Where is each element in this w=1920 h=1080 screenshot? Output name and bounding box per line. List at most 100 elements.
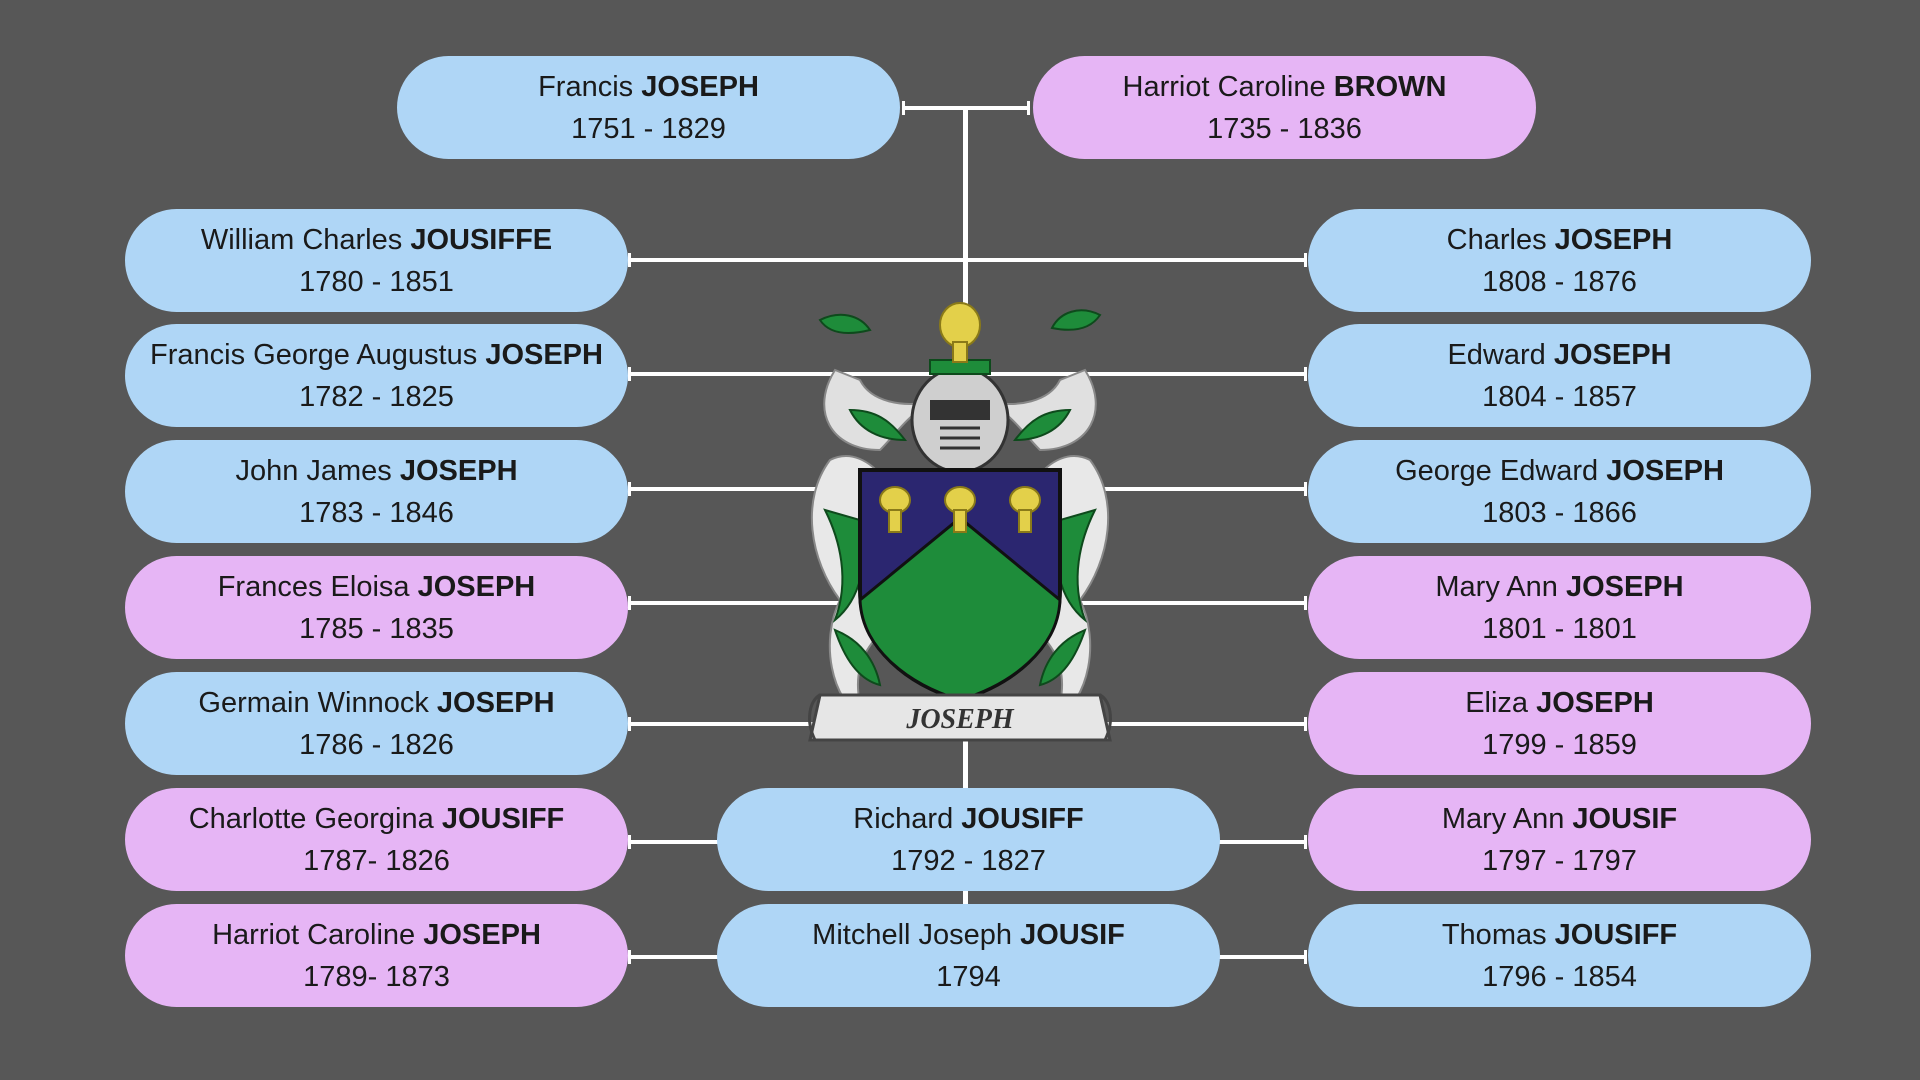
life-dates: 1783 - 1846 xyxy=(299,496,454,529)
person-card-child: Charles JOSEPH 1808 - 1876 xyxy=(1308,209,1811,312)
life-dates: 1787- 1826 xyxy=(303,844,450,877)
surname: JOUSIFFE xyxy=(410,223,553,256)
given-name: William Charles xyxy=(200,223,403,256)
life-dates: 1796 - 1854 xyxy=(1482,960,1637,993)
person-card-child: Mary Ann JOUSIF 1797 - 1797 xyxy=(1308,788,1811,891)
connector-cap xyxy=(1304,596,1307,610)
surname: JOUSIFF xyxy=(441,802,565,835)
person-card-child: Edward JOSEPH 1804 - 1857 xyxy=(1308,324,1811,427)
person-name: Frances Eloisa JOSEPH xyxy=(218,566,536,608)
person-card-child: William Charles JOUSIFFE 1780 - 1851 xyxy=(125,209,628,312)
connector-cap xyxy=(1304,717,1307,731)
person-name: John James JOSEPH xyxy=(235,450,517,492)
person-card-child: Mary Ann JOSEPH 1801 - 1801 xyxy=(1308,556,1811,659)
connector-cap xyxy=(1304,950,1307,964)
person-name: Eliza JOSEPH xyxy=(1465,682,1654,724)
given-name: Mary Ann xyxy=(1435,570,1558,603)
given-name: Frances Eloisa xyxy=(217,570,410,603)
life-dates: 1799 - 1859 xyxy=(1482,728,1637,761)
life-dates: 1789- 1873 xyxy=(303,960,450,993)
connector-cap xyxy=(1304,253,1307,267)
given-name: Francis xyxy=(538,70,634,103)
given-name: George Edward xyxy=(1395,454,1599,487)
given-name: Charles xyxy=(1446,223,1547,256)
given-name: John James xyxy=(235,454,392,487)
surname: JOSEPH xyxy=(1565,570,1684,603)
life-dates: 1794 xyxy=(936,960,1001,993)
given-name: Richard xyxy=(853,802,954,835)
person-name: Francis JOSEPH xyxy=(538,66,759,108)
person-card-child: Francis George Augustus JOSEPH 1782 - 18… xyxy=(125,324,628,427)
surname: BROWN xyxy=(1333,70,1447,103)
given-name: Francis George Augustus xyxy=(150,338,478,371)
person-card-child: Richard JOUSIFF 1792 - 1827 xyxy=(717,788,1220,891)
person-name: Charles JOSEPH xyxy=(1447,219,1673,261)
given-name: Charlotte Georgina xyxy=(188,802,434,835)
given-name: Mary Ann xyxy=(1441,802,1565,835)
connector-cap xyxy=(628,835,631,849)
person-name: Richard JOUSIFF xyxy=(853,798,1083,840)
life-dates: 1803 - 1866 xyxy=(1482,496,1637,529)
surname: JOSEPH xyxy=(1553,338,1672,371)
person-card-child: Germain Winnock JOSEPH 1786 - 1826 xyxy=(125,672,628,775)
given-name: Edward xyxy=(1447,338,1546,371)
given-name: Mitchell Joseph xyxy=(812,918,1013,951)
life-dates: 1786 - 1826 xyxy=(299,728,454,761)
person-name: Mary Ann JOSEPH xyxy=(1435,566,1683,608)
given-name: Harriot Caroline xyxy=(212,918,416,951)
person-card-child: Harriot Caroline JOSEPH 1789- 1873 xyxy=(125,904,628,1007)
person-card-parent-father: Francis JOSEPH 1751 - 1829 xyxy=(397,56,900,159)
surname: JOSEPH xyxy=(417,570,536,603)
person-card-child: Frances Eloisa JOSEPH 1785 - 1835 xyxy=(125,556,628,659)
surname: JOSEPH xyxy=(1606,454,1724,487)
surname: JOSEPH xyxy=(423,918,541,951)
surname: JOUSIF xyxy=(1020,918,1125,951)
person-name: Edward JOSEPH xyxy=(1447,334,1671,376)
person-card-child: Thomas JOUSIFF 1796 - 1854 xyxy=(1308,904,1811,1007)
connector-cap xyxy=(1304,482,1307,496)
connector-cap xyxy=(628,596,631,610)
connector-cap xyxy=(628,717,631,731)
surname: JOSEPH xyxy=(485,338,603,371)
person-name: Harriot Caroline JOSEPH xyxy=(212,914,541,956)
connector-cap xyxy=(628,367,631,381)
given-name: Eliza xyxy=(1465,686,1529,719)
surname: JOSEPH xyxy=(436,686,555,719)
parents-connector-cap-left xyxy=(902,101,905,115)
life-dates: 1785 - 1835 xyxy=(299,612,454,645)
life-dates: 1780 - 1851 xyxy=(299,265,454,298)
person-name: Harriot Caroline BROWN xyxy=(1123,66,1447,108)
person-name: Mary Ann JOUSIF xyxy=(1442,798,1677,840)
person-name: George Edward JOSEPH xyxy=(1395,450,1724,492)
life-dates: 1751 - 1829 xyxy=(571,112,726,145)
connector-cap xyxy=(1304,835,1307,849)
person-name: Germain Winnock JOSEPH xyxy=(198,682,554,724)
connector-cap xyxy=(628,482,631,496)
surname: JOUSIFF xyxy=(1554,918,1678,951)
person-card-parent-mother: Harriot Caroline BROWN 1735 - 1836 xyxy=(1033,56,1536,159)
person-name: Francis George Augustus JOSEPH xyxy=(150,334,603,376)
life-dates: 1808 - 1876 xyxy=(1482,265,1637,298)
given-name: Germain Winnock xyxy=(198,686,429,719)
crest-motto: JOSEPH xyxy=(905,704,1015,735)
surname: JOUSIF xyxy=(1572,802,1678,835)
connector-cap xyxy=(1304,367,1307,381)
connector-cap xyxy=(628,253,631,267)
surname: JOSEPH xyxy=(1554,223,1673,256)
person-card-child: Eliza JOSEPH 1799 - 1859 xyxy=(1308,672,1811,775)
life-dates: 1797 - 1797 xyxy=(1482,844,1637,877)
surname: JOSEPH xyxy=(641,70,759,103)
connector-cap xyxy=(628,950,631,964)
coat-of-arms-icon: JOSEPH xyxy=(808,302,1112,742)
person-name: Mitchell Joseph JOUSIF xyxy=(812,914,1125,956)
person-card-child: Mitchell Joseph JOUSIF 1794 xyxy=(717,904,1220,1007)
person-card-child: George Edward JOSEPH 1803 - 1866 xyxy=(1308,440,1811,543)
life-dates: 1801 - 1801 xyxy=(1482,612,1637,645)
life-dates: 1735 - 1836 xyxy=(1207,112,1362,145)
person-card-child: Charlotte Georgina JOUSIFF 1787- 1826 xyxy=(125,788,628,891)
person-name: Thomas JOUSIFF xyxy=(1442,914,1677,956)
life-dates: 1804 - 1857 xyxy=(1482,380,1637,413)
surname: JOSEPH xyxy=(1536,686,1654,719)
surname: JOSEPH xyxy=(399,454,518,487)
